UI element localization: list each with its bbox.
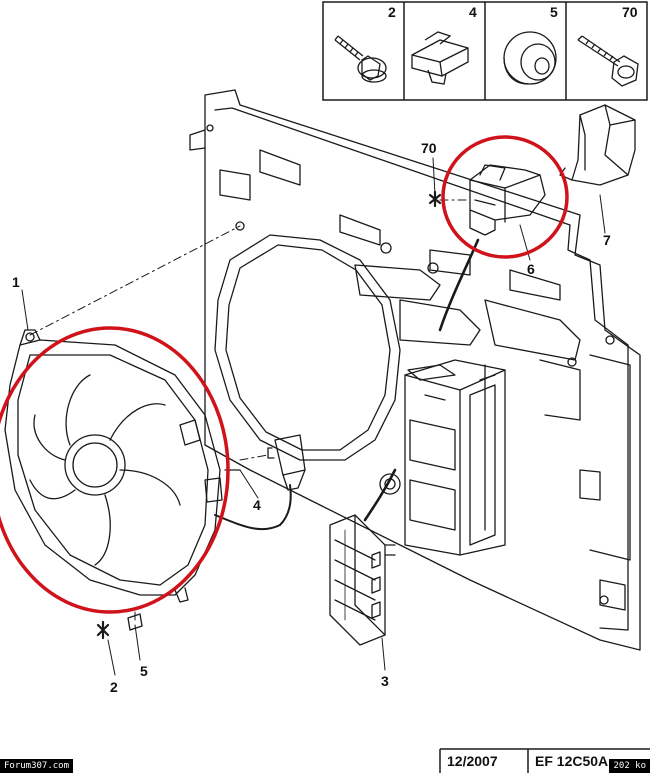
watermark-size: 202 ko bbox=[609, 759, 650, 773]
callout-cable-clip: 4 bbox=[253, 497, 261, 513]
legend-number-4: 4 bbox=[469, 4, 477, 20]
watermark-forum: Forum307.com bbox=[0, 759, 74, 773]
fan-cable bbox=[214, 484, 292, 531]
callout-bolt: 2 bbox=[110, 679, 118, 695]
callout-grommet: 5 bbox=[140, 663, 148, 679]
fastener-markers bbox=[96, 190, 442, 640]
legend-number-70: 70 bbox=[622, 4, 638, 20]
self-tapping-screw-icon bbox=[577, 35, 639, 87]
cable-clip-icon bbox=[411, 31, 469, 85]
connector-highlight-circle bbox=[441, 135, 569, 259]
resistor-module bbox=[329, 514, 396, 646]
footer-code: EF 12C50A bbox=[535, 753, 609, 769]
bracket-part bbox=[559, 104, 636, 186]
fan-control-module bbox=[404, 359, 506, 556]
wiring-to-resistor bbox=[363, 468, 397, 522]
callout-fan-assembly: 1 bbox=[12, 274, 20, 290]
fan-highlight-circle bbox=[0, 326, 230, 614]
parts-legend bbox=[322, 1, 648, 101]
fan-assembly bbox=[4, 329, 223, 603]
footer-frame bbox=[439, 748, 650, 773]
grommet-part bbox=[127, 613, 143, 631]
callout-screw: 70 bbox=[421, 140, 437, 156]
assembly-guide-lines bbox=[29, 199, 471, 621]
footer-date: 12/2007 bbox=[447, 753, 498, 769]
connector-part bbox=[469, 164, 546, 236]
callout-connector: 6 bbox=[527, 261, 535, 277]
legend-number-2: 2 bbox=[388, 4, 396, 20]
fan-connector bbox=[267, 434, 306, 491]
bolt-with-washer-icon bbox=[334, 35, 387, 83]
radiator-frame bbox=[189, 89, 641, 651]
leader-lines bbox=[21, 157, 606, 676]
rubber-grommet-icon bbox=[503, 31, 557, 85]
callout-bracket: 7 bbox=[603, 232, 611, 248]
legend-number-5: 5 bbox=[550, 4, 558, 20]
callout-resistor-module: 3 bbox=[381, 673, 389, 689]
